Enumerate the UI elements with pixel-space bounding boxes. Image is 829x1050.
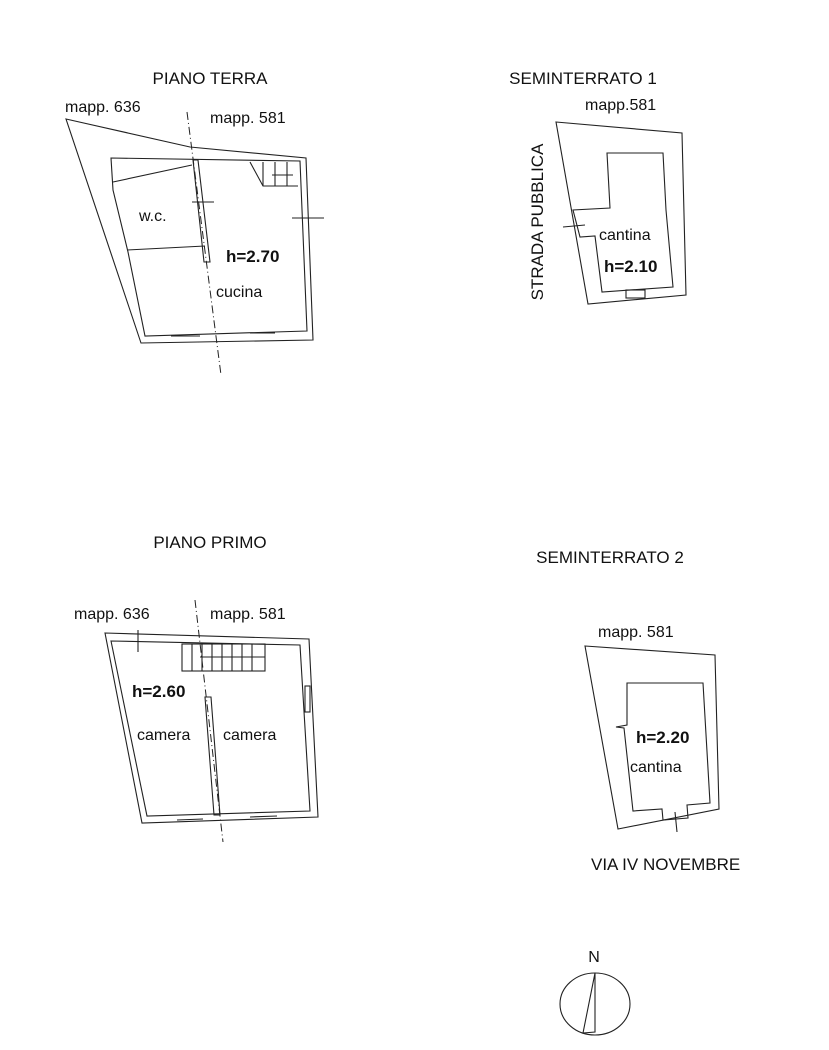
room-label-camera: camera [137,727,190,744]
plan-seminterrato-1: SEMINTERRATO 1 mapp.581 STRADA PUBBLICA … [509,69,687,305]
room-height: h=2.70 [226,247,279,266]
window [625,289,646,299]
section-mark [674,811,678,833]
parcel-label-right: mapp. 581 [210,110,286,127]
room-label-wc: w.c. [138,208,167,225]
room-label-cantina: cantina [630,759,682,776]
room-label-camera: camera [223,727,276,744]
room-height: h=2.60 [132,682,185,701]
stairs-icon [181,643,266,672]
outer-wall [584,645,720,830]
plan-piano-primo: PIANO PRIMO mapp. 636 mapp. 581 h=2.60 c… [74,533,319,843]
north-arrow-icon: N [559,949,631,1036]
plan-title: SEMINTERRATO 2 [536,548,684,567]
partition-wall [112,164,193,183]
window [304,685,311,713]
section-mark [562,224,586,228]
room-label-cucina: cucina [216,284,262,301]
stairs-icon [249,161,298,187]
parcel-label: mapp.581 [585,97,656,114]
inner-wall [572,152,674,293]
inner-wall [615,682,711,821]
parcel-label-right: mapp. 581 [210,606,286,623]
street-label: VIA IV NOVEMBRE [591,855,740,874]
plan-title: PIANO TERRA [153,69,269,88]
plan-title: SEMINTERRATO 1 [509,69,657,88]
room-label-cantina: cantina [599,227,651,244]
plan-seminterrato-2: SEMINTERRATO 2 mapp. 581 h=2.20 cantina … [536,548,740,874]
parcel-boundary-line [194,599,224,843]
partition-wall [126,245,206,251]
plan-title: PIANO PRIMO [153,533,266,552]
inner-wall [110,157,308,337]
parcel-label-left: mapp. 636 [65,99,141,116]
room-height: h=2.20 [636,728,689,747]
outer-wall [555,121,687,305]
street-label: STRADA PUBBLICA [528,143,547,300]
parcel-label: mapp. 581 [598,624,674,641]
compass-north-label: N [588,949,600,966]
outer-wall [65,118,314,344]
plan-piano-terra: PIANO TERRA mapp. 636 mapp. 581 h=2.70 w… [65,69,324,376]
dividing-wall [192,159,211,263]
room-height: h=2.10 [604,257,657,276]
parcel-label-left: mapp. 636 [74,606,150,623]
outer-wall [104,632,319,824]
